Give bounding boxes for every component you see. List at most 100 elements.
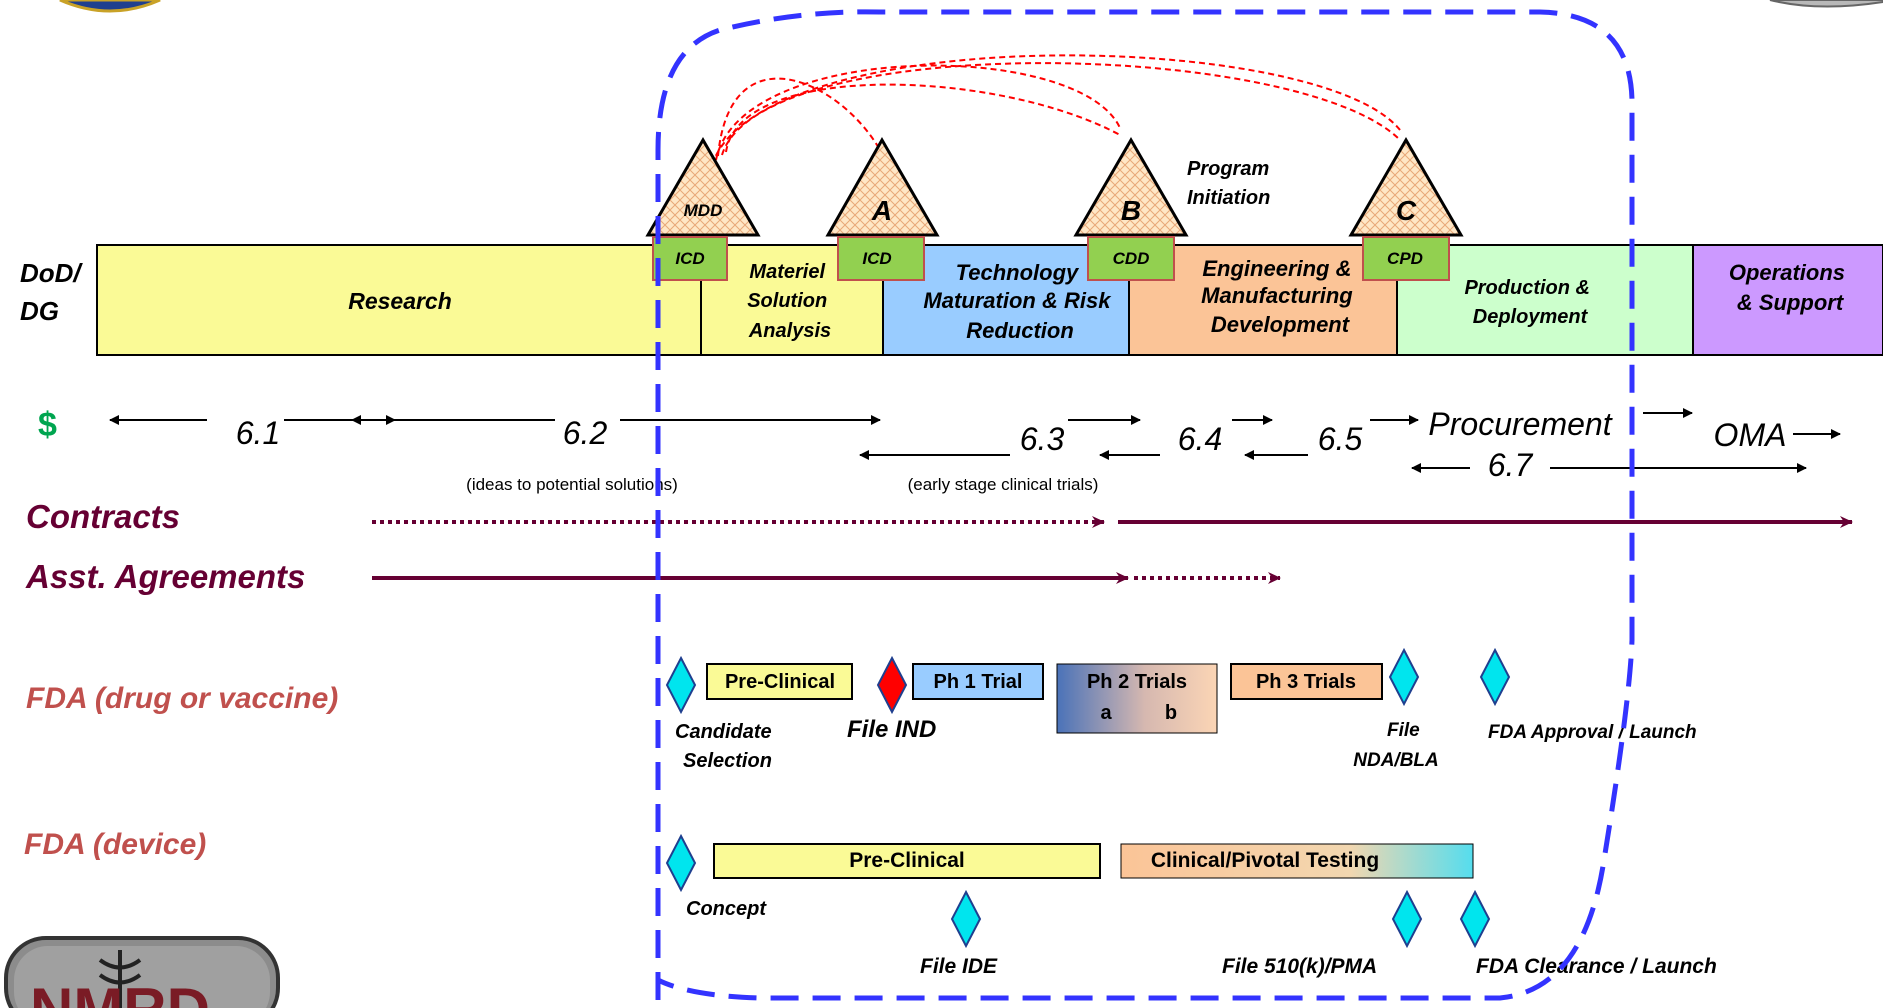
svg-text:Program Initiation: Program Initiation: [1187, 158, 1275, 209]
phase-os: [1692, 244, 1883, 356]
concept-label: Concept: [686, 898, 767, 920]
svg-text:Technology Maturation &: Technology Maturation & Risk Reduction: [923, 260, 1116, 343]
ph2-b-label: b: [1165, 702, 1177, 724]
svg-text:DoD/ DG: DoD/ DG: [20, 258, 88, 326]
top-left-seal-logo: [59, 0, 161, 13]
file-nda-diamond: [1388, 647, 1420, 707]
fda-device-label: FDA (device): [24, 828, 206, 861]
fda-device-row: Pre-Clinical Clinical/Pivotal Testing Co…: [665, 833, 1717, 978]
phase-pd-label-2: Deployment: [1473, 306, 1589, 328]
clinical-testing-label: Clinical/Pivotal Testing: [1151, 849, 1379, 872]
phase-emd-label-1: Engineering &: [1202, 256, 1351, 281]
milestone-arcs: [711, 54, 1401, 166]
doc-icd-2: ICD: [837, 236, 925, 281]
phase-os-label-1: Operations: [1729, 260, 1845, 285]
fda-clearance-diamond: [1459, 889, 1491, 949]
phase-msa-label-3: Analysis: [748, 320, 831, 342]
contracts-label: Contracts: [26, 498, 180, 535]
phase-msa-label-1: Materiel: [749, 261, 825, 283]
doc-cpd-label: CPD: [1387, 249, 1423, 268]
svg-text:NMRD: NMRD: [30, 976, 210, 1008]
file-nda-label-1: File: [1387, 720, 1420, 741]
doc-cdd-label: CDD: [1113, 249, 1150, 268]
file-ide-label: File IDE: [920, 955, 998, 978]
milestone-mdd: MDD: [645, 137, 761, 237]
svg-text:File NDA/BLA: File NDA/BLA: [1353, 720, 1439, 771]
agreements-label: Asst. Agreements: [25, 558, 305, 595]
doc-icd-1-label: ICD: [675, 249, 704, 268]
focus-region-outline: [655, 9, 1635, 1001]
ph1-bar: [912, 663, 1044, 700]
ph1-label: Ph 1 Trial: [934, 671, 1023, 693]
file-ide-diamond: [950, 889, 982, 949]
svg-text:Engineering & Manufactur: Engineering & Manufacturing Development: [1201, 256, 1359, 337]
phase-tmrr-label-2: Maturation & Risk: [923, 288, 1112, 313]
budget-65: 6.5: [1318, 421, 1363, 457]
top-right-seal-logo: [1769, 0, 1883, 8]
dod-label-2: DG: [20, 296, 59, 326]
fda-drug-label: FDA (drug or vaccine): [26, 682, 338, 715]
ph2-a-label: a: [1100, 702, 1112, 724]
budget-oma: OMA: [1714, 417, 1787, 453]
ph3-label: Ph 3 Trials: [1256, 671, 1356, 693]
phase-emd-label-3: Development: [1211, 312, 1351, 337]
doc-cpd: CPD: [1362, 236, 1450, 281]
file-nda-label-2: NDA/BLA: [1353, 750, 1439, 771]
note-62: (ideas to potential solutions): [466, 475, 678, 494]
budget-67: 6.7: [1488, 447, 1534, 483]
svg-text:Candidate Selection: Candidate Selection: [675, 721, 777, 772]
milestone-a-label: A: [871, 195, 892, 226]
usammda-logo: NMRD: [4, 936, 280, 1008]
funding-row: [109, 408, 1841, 473]
drug-preclinical-bar: [706, 663, 853, 700]
phase-research: [96, 244, 702, 356]
fda-clearance-label: FDA Clearance / Launch: [1476, 955, 1717, 978]
phase-tmrr-label-1: Technology: [956, 260, 1080, 285]
phase-pd-label-1: Production &: [1464, 277, 1590, 299]
svg-text:Operations & Support: Operations & Support: [1729, 260, 1851, 315]
phase-msa-label-2: Solution: [747, 290, 827, 312]
milestone-c: C: [1348, 137, 1464, 237]
fda-approval-label: FDA Approval / Launch: [1488, 722, 1697, 743]
milestone-mdd-label: MDD: [684, 201, 723, 220]
ph2-bar: [1056, 663, 1218, 734]
dod-label-1: DoD/: [20, 258, 83, 288]
program-initiation-label-2: Initiation: [1187, 187, 1270, 209]
concept-diamond: [665, 833, 697, 893]
doc-icd-1: ICD: [652, 236, 728, 281]
milestone-a: A: [825, 136, 940, 237]
ph2-label: Ph 2 Trials: [1087, 671, 1187, 693]
svg-text:Production & Deployment: Production & Deployment: [1464, 277, 1595, 328]
phase-os-label-2: & Support: [1737, 290, 1845, 315]
doc-cdd: CDD: [1087, 236, 1175, 281]
drug-preclinical-label: Pre-Clinical: [725, 671, 835, 693]
fda-drug-row: Pre-Clinical Ph 1 Trial Ph 2 Trials a b …: [665, 647, 1697, 772]
budget-61: 6.1: [236, 415, 280, 451]
note-63: (early stage clinical trials): [908, 475, 1099, 494]
phase-bar: Research Materiel Solution Analysis Tech…: [96, 244, 1883, 356]
dollar-label: $: [38, 406, 57, 444]
file-ind-label: File IND: [847, 716, 936, 743]
svg-text:Materiel Solution: Materiel Solution Analysis: [747, 261, 833, 342]
clinical-testing-bar: [1120, 843, 1474, 879]
candidate-label-1: Candidate: [675, 721, 772, 743]
budget-62: 6.2: [563, 415, 608, 451]
file-510k-label: File 510(k)/PMA: [1222, 955, 1377, 978]
phase-tmrr-label-3: Reduction: [966, 318, 1074, 343]
phase-emd-label-2: Manufacturing: [1201, 283, 1353, 308]
ph3-bar: [1230, 663, 1383, 700]
candidate-label-2: Selection: [683, 750, 772, 772]
fda-approval-diamond: [1479, 647, 1511, 707]
device-preclinical-bar: [713, 843, 1101, 879]
milestone-b: B: [1073, 137, 1189, 237]
budget-63: 6.3: [1020, 421, 1065, 457]
budget-64: 6.4: [1178, 421, 1222, 457]
candidate-selection-diamond: [665, 655, 697, 715]
contracts-lines: [372, 516, 1853, 584]
budget-procurement: Procurement: [1428, 406, 1612, 442]
phase-research-label: Research: [348, 288, 452, 314]
program-initiation-label-1: Program: [1187, 158, 1269, 180]
file-510k-diamond: [1391, 889, 1423, 949]
milestone-c-label: C: [1396, 195, 1417, 226]
